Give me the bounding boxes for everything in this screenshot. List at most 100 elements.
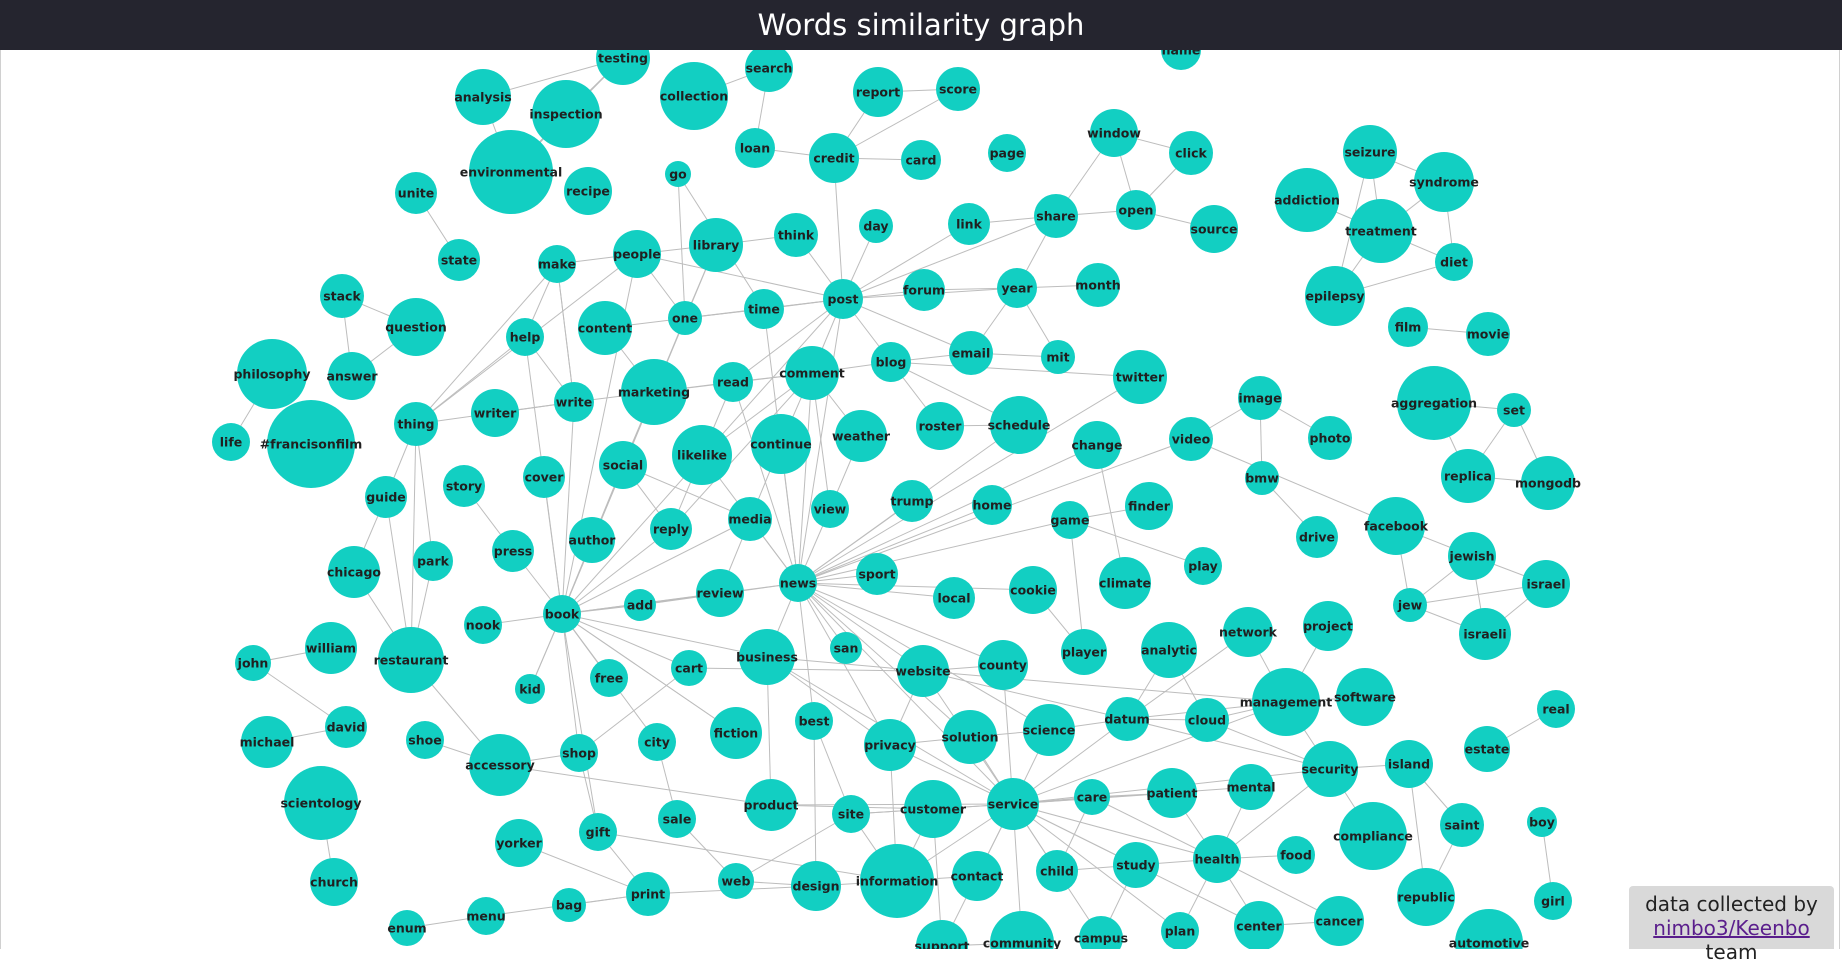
node-syndrome[interactable]: syndrome — [1409, 152, 1479, 212]
node-post[interactable]: post — [823, 279, 863, 319]
node-chicago[interactable]: chicago — [327, 546, 381, 598]
node-saint[interactable]: saint — [1440, 803, 1484, 847]
node-network[interactable]: network — [1219, 607, 1278, 657]
node-science[interactable]: science — [1023, 704, 1075, 756]
node-cookie[interactable]: cookie — [1009, 566, 1057, 614]
similarity-graph[interactable]: testinganalysisinspectionenvironmentalco… — [1, 50, 1840, 949]
node-trump[interactable]: trump — [890, 480, 934, 522]
node-answer[interactable]: answer — [327, 352, 379, 400]
node-circle-cancer[interactable] — [1314, 896, 1364, 946]
node-game[interactable]: game — [1051, 501, 1090, 539]
node-circle-privacy[interactable] — [864, 719, 916, 771]
node-circle-collection[interactable] — [660, 62, 728, 130]
node-circle-change[interactable] — [1073, 421, 1121, 469]
node-circle-facebook[interactable] — [1367, 497, 1425, 555]
node-window[interactable]: window — [1087, 109, 1141, 157]
node-circle-content[interactable] — [578, 301, 632, 355]
node-sale[interactable]: sale — [658, 800, 696, 838]
node-circle-loan[interactable] — [735, 128, 775, 168]
node-circle-press[interactable] — [492, 530, 534, 572]
node-content[interactable]: content — [578, 301, 632, 355]
node-circle-trump[interactable] — [891, 480, 933, 522]
node-circle-credit[interactable] — [809, 133, 859, 183]
node-circle-project[interactable] — [1303, 601, 1353, 651]
node-circle-book[interactable] — [543, 595, 581, 633]
graph-nodes[interactable]: testinganalysisinspectionenvironmentalco… — [212, 50, 1581, 949]
node-circle-product[interactable] — [745, 779, 797, 831]
node-time[interactable]: time — [744, 289, 784, 329]
node-israeli[interactable]: israeli — [1459, 608, 1511, 660]
node-circle-post[interactable] — [823, 279, 863, 319]
node-cancer[interactable]: cancer — [1314, 896, 1364, 946]
node-treatment[interactable]: treatment — [1345, 199, 1417, 263]
node-circle-print[interactable] — [626, 872, 670, 916]
node-help[interactable]: help — [506, 318, 544, 356]
node-guide[interactable]: guide — [365, 476, 407, 518]
node-circle-finder[interactable] — [1125, 482, 1173, 530]
node-year[interactable]: year — [997, 268, 1037, 308]
node-circle-cover[interactable] — [523, 456, 565, 498]
node-circle-enum[interactable] — [389, 910, 425, 946]
node-author[interactable]: author — [569, 517, 617, 563]
node-circle-unite[interactable] — [395, 172, 437, 214]
node-write[interactable]: write — [554, 382, 594, 422]
node-circle-church[interactable] — [310, 858, 358, 906]
node-circle-window[interactable] — [1090, 109, 1138, 157]
node-michael[interactable]: michael — [240, 716, 295, 768]
node-care[interactable]: care — [1074, 779, 1110, 815]
node-shoe[interactable]: shoe — [406, 721, 444, 759]
node-media[interactable]: media — [728, 497, 772, 541]
node-think[interactable]: think — [774, 213, 818, 257]
node-circle-game[interactable] — [1051, 501, 1089, 539]
node-circle-center[interactable] — [1234, 901, 1284, 949]
node-center[interactable]: center — [1234, 901, 1284, 949]
node-circle-yorker[interactable] — [495, 819, 543, 867]
node-cloud[interactable]: cloud — [1185, 698, 1229, 742]
node-girl[interactable]: girl — [1534, 882, 1572, 920]
node-facebook[interactable]: facebook — [1364, 497, 1429, 555]
node-circle-share[interactable] — [1034, 194, 1078, 238]
node-circle-aggregation[interactable] — [1397, 366, 1471, 440]
node-patient[interactable]: patient — [1147, 768, 1198, 818]
node-circle-city[interactable] — [638, 723, 676, 761]
node-jewish[interactable]: jewish — [1448, 532, 1496, 580]
node-circle-estate[interactable] — [1464, 726, 1510, 772]
node-circle-diet[interactable] — [1435, 243, 1473, 281]
node-movie[interactable]: movie — [1466, 312, 1510, 356]
node-analytic[interactable]: analytic — [1141, 622, 1197, 678]
node-circle-likelike[interactable] — [672, 425, 732, 485]
node-circle-source[interactable] — [1190, 205, 1238, 253]
node-circle-score[interactable] — [936, 67, 980, 111]
node-william[interactable]: william — [305, 622, 357, 674]
node-replica[interactable]: replica — [1441, 449, 1495, 503]
node-circle-card[interactable] — [901, 140, 941, 180]
node-circle-web[interactable] — [718, 863, 754, 899]
node-project[interactable]: project — [1303, 601, 1353, 651]
node-climate[interactable]: climate — [1099, 557, 1151, 609]
node-city[interactable]: city — [638, 723, 676, 761]
node-reply[interactable]: reply — [650, 508, 692, 550]
node-circle-campus[interactable] — [1079, 916, 1123, 949]
node-circle-recipe[interactable] — [564, 167, 612, 215]
node-circle-state[interactable] — [438, 239, 480, 281]
node-circle-restaurant[interactable] — [378, 627, 444, 693]
node-circle-health[interactable] — [1193, 835, 1241, 883]
node-circle-writer[interactable] — [471, 389, 519, 437]
node-shop[interactable]: shop — [560, 734, 598, 772]
node-image[interactable]: image — [1238, 376, 1282, 420]
node-design[interactable]: design — [791, 861, 841, 911]
node-best[interactable]: best — [795, 702, 833, 740]
node-circle-go[interactable] — [665, 161, 691, 187]
node-gift[interactable]: gift — [579, 813, 617, 851]
node-mit[interactable]: mit — [1041, 340, 1075, 374]
node-circle-answer[interactable] — [328, 352, 376, 400]
node-stack[interactable]: stack — [320, 274, 364, 318]
node-child[interactable]: child — [1036, 850, 1078, 892]
node-circle-john[interactable] — [235, 645, 271, 681]
node-management[interactable]: management — [1240, 668, 1333, 736]
node-schedule[interactable]: schedule — [988, 396, 1051, 454]
node-circle-news[interactable] — [779, 564, 817, 602]
node-circle-author[interactable] — [569, 517, 615, 563]
node-circle-chicago[interactable] — [328, 546, 380, 598]
